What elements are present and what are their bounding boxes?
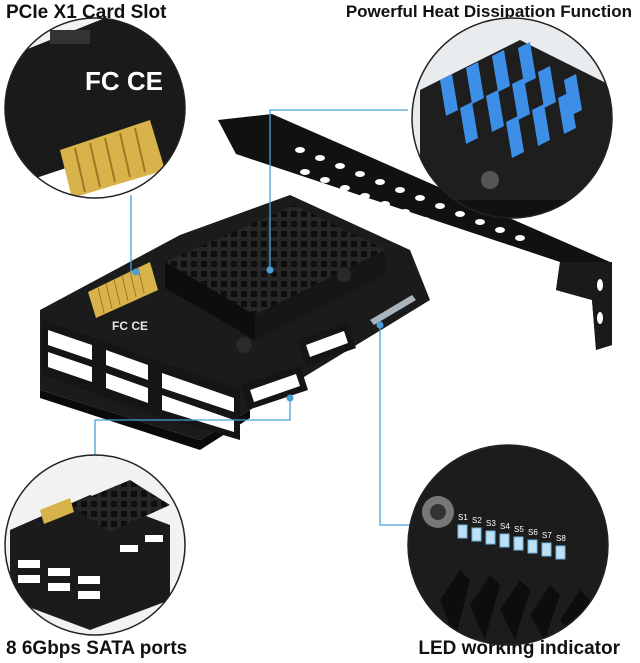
led-label-s5: S5	[514, 525, 524, 534]
heat-dissipation-label: Powerful Heat Dissipation Function	[345, 2, 632, 21]
metal-bracket	[218, 114, 612, 350]
led-label-s3: S3	[486, 519, 496, 528]
fc-ce-mark-zoom: FC CE	[85, 66, 163, 96]
led-label-s8: S8	[556, 534, 566, 543]
led-label-s2: S2	[472, 516, 482, 525]
led-label-s1: S1	[458, 513, 468, 522]
led-label-s6: S6	[528, 528, 538, 537]
sata-ports-zoom	[4, 454, 186, 636]
pcie-slot-label: PCIe X1 Card Slot	[6, 2, 167, 23]
led-indicator-label: LED working indicator	[418, 638, 620, 659]
sata-ports-label: 8 6Gbps SATA ports	[6, 638, 188, 659]
led-label-s7: S7	[542, 531, 552, 540]
led-row	[457, 524, 566, 560]
led-label-s4: S4	[500, 522, 510, 531]
led-strip	[370, 295, 416, 325]
heatsink-zoom	[411, 17, 613, 219]
led-indicator-zoom: S1 S2 S3 S4 S5 S6 S7 S8	[407, 444, 609, 646]
main-heatsink	[165, 205, 385, 315]
pcie-slot-zoom: FC CE	[4, 17, 186, 199]
callout-lines	[94, 109, 412, 526]
fc-ce-mark: FC CE	[112, 319, 148, 333]
bracket-vent-holes	[295, 147, 603, 324]
